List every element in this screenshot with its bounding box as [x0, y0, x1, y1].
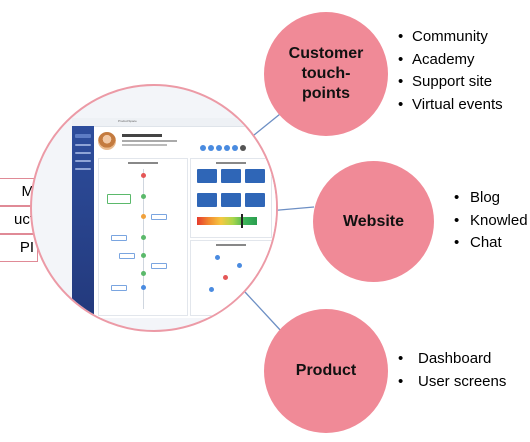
timeline-node — [141, 214, 146, 219]
list-item: Virtual events — [398, 94, 503, 117]
timeline-node — [141, 253, 146, 258]
activity-node — [215, 255, 220, 260]
gauge-marker — [241, 214, 243, 228]
topic-circle-website: Website — [313, 161, 434, 282]
health-gauge — [197, 217, 257, 225]
activity-node — [241, 295, 246, 300]
sidebar-line — [75, 160, 91, 162]
tool-icon — [232, 145, 238, 151]
list-item: User screens — [398, 371, 506, 394]
tool-icon — [200, 145, 206, 151]
tool-icon — [240, 145, 246, 151]
timeline-chip — [119, 253, 135, 259]
dashboard-screenshot: ProductSpace — [72, 118, 276, 318]
list-item: Community — [398, 26, 503, 49]
timeline-chip — [107, 194, 131, 204]
timeline-node — [141, 194, 146, 199]
timeline-node — [141, 173, 146, 178]
sidebar-line — [75, 134, 91, 138]
sidebar-line — [75, 168, 91, 170]
tool-icon — [224, 145, 230, 151]
product-list: Dashboard User screens — [398, 348, 506, 393]
activity-node — [223, 275, 228, 280]
panel-title-line — [216, 244, 246, 246]
topic-label-product: Product — [295, 362, 357, 379]
topic-label-customer: Customer touch-points — [288, 45, 364, 102]
list-item: Dashboard — [398, 348, 506, 371]
profile-sub-line — [122, 144, 167, 146]
tool-icon — [208, 145, 214, 151]
dashboard-hub-circle: ProductSpace — [30, 84, 278, 332]
list-item: Support site — [398, 71, 503, 94]
timeline-chip — [151, 214, 167, 220]
panel-title-line — [128, 162, 158, 164]
topbar-label: ProductSpace — [118, 119, 137, 123]
tool-icon — [216, 145, 222, 151]
topic-label-website: Website — [342, 212, 405, 230]
timeline-node — [141, 235, 146, 240]
list-item: Chat — [454, 232, 528, 255]
sidebar-line — [75, 144, 91, 146]
activity-panel — [190, 240, 272, 316]
timeline-chip — [111, 285, 127, 291]
list-item: Academy — [398, 49, 503, 72]
timeline-chip — [111, 235, 127, 241]
profile-tool-icons — [200, 138, 248, 156]
avatar — [98, 132, 116, 150]
activity-node — [237, 263, 242, 268]
activity-node — [209, 287, 214, 292]
timeline-node — [141, 285, 146, 290]
profile-name-line — [122, 134, 162, 137]
dashboard-sidebar — [72, 126, 94, 318]
kpi-tile — [245, 169, 265, 183]
kpi-tile — [197, 169, 217, 183]
list-item: Knowled — [454, 210, 528, 233]
timeline-node — [141, 271, 146, 276]
kpi-tile — [245, 193, 265, 207]
timeline-panel — [98, 158, 188, 316]
topic-circle-product: Product — [264, 309, 388, 433]
kpi-tile — [221, 193, 241, 207]
kpi-tile — [221, 169, 241, 183]
kpi-tile — [197, 193, 217, 207]
left-box-3: PI — [0, 234, 38, 262]
timeline-chip — [151, 263, 167, 269]
sidebar-line — [75, 152, 91, 154]
profile-header — [98, 132, 268, 154]
topic-circle-customer-touchpoints: Customer touch-points — [264, 12, 388, 136]
engagement-panel — [190, 158, 272, 238]
website-list: Blog Knowled Chat — [454, 187, 528, 255]
panel-title-line — [216, 162, 246, 164]
list-item: Blog — [454, 187, 528, 210]
profile-sub-line — [122, 140, 177, 142]
customer-touchpoints-list: Community Academy Support site Virtual e… — [398, 26, 503, 116]
dashboard-topbar: ProductSpace — [72, 118, 276, 127]
